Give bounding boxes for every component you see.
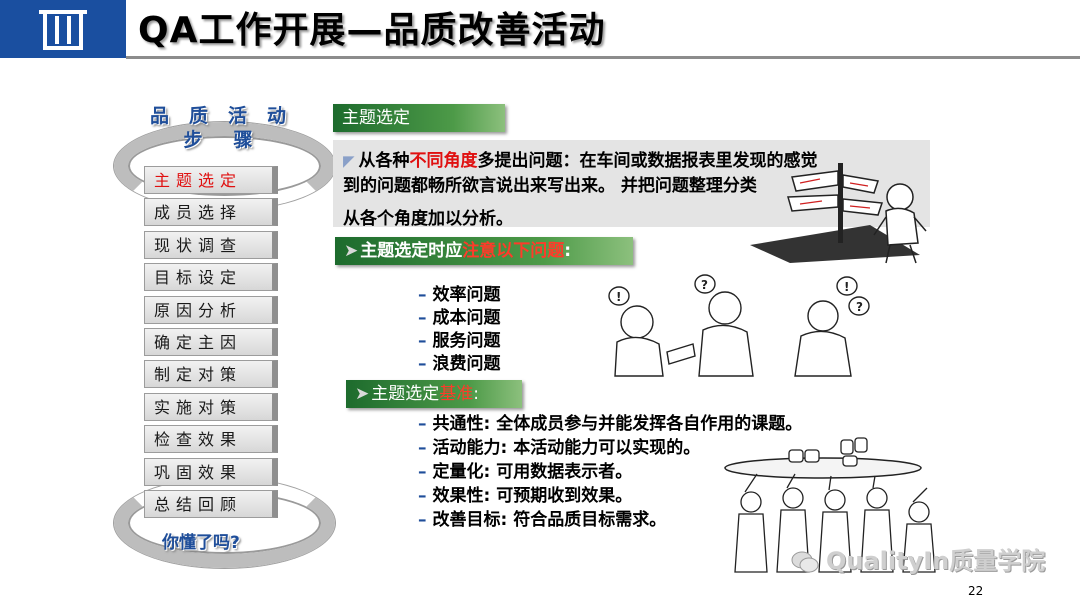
criteria-list: –共通性: 全体成员参与并能发挥各自作用的课题。 –活动能力: 本活动能力可以实…: [418, 412, 802, 532]
step-item-goal-setting[interactable]: 目标设定: [144, 263, 278, 292]
criteria-tag-highlight: 基准: [439, 384, 474, 404]
dash-bullet-icon: –: [418, 462, 427, 482]
arrow-bullet-icon: ➤: [355, 384, 370, 404]
header-divider: [126, 56, 1080, 59]
svg-text:!: !: [844, 280, 849, 294]
attention-tag-highlight: 注意以下问题: [462, 241, 565, 261]
intro-text: 从各种: [358, 151, 410, 171]
svg-text:?: ?: [701, 278, 708, 292]
attention-tag-suffix: :: [564, 241, 572, 261]
list-item: –服务问题: [418, 330, 501, 353]
intro-line-2: 到的问题都畅所欲言说出来写出来。 并把问题整理分类: [343, 176, 757, 196]
issues-list: –效率问题 –成本问题 –服务问题 –浪费问题: [418, 284, 501, 376]
dash-bullet-icon: –: [418, 438, 427, 458]
steps-list: 主题选定 成员选择 现状调查 目标设定 原因分析 确定主因 制定对策 实施对策 …: [144, 166, 278, 522]
triangle-bullet-icon: ◤: [343, 152, 355, 170]
page-title: QA工作开展—品质改善活动: [138, 10, 606, 51]
intro-highlight: 不同角度: [409, 151, 478, 171]
criteria-name: 共通性: [432, 414, 484, 434]
discussion-illustration-icon: !??!: [608, 274, 870, 377]
intro-line-3: 从各个角度加以分析。: [343, 209, 513, 229]
steps-heading-char: 骤: [233, 129, 253, 151]
criteria-name: 效果性: [432, 486, 484, 506]
intro-line-1: ◤从各种不同角度多提出问题：在车间或数据报表里发现的感觉: [343, 146, 818, 171]
dash-bullet-icon: –: [418, 414, 427, 434]
step-item-consolidate-effect[interactable]: 巩固效果: [144, 457, 278, 486]
steps-heading-char: 质: [188, 105, 208, 127]
list-item: –活动能力: 本活动能力可以实现的。: [418, 438, 701, 458]
steps-footer: 你懂了吗?: [162, 533, 240, 553]
list-item: –效果性: 可预期收到效果。: [418, 486, 633, 506]
dash-bullet-icon: –: [418, 486, 427, 506]
criteria-name: 改善目标: [432, 510, 501, 530]
issue-label: 成本问题: [432, 308, 501, 328]
section-tag-topic: 主题选定: [333, 104, 505, 132]
criteria-tag: ➤主题选定基准:: [346, 380, 522, 408]
step-item-check-effect[interactable]: 检查效果: [144, 425, 278, 454]
criteria-tag-prefix: 主题选定: [371, 384, 440, 404]
criteria-desc: 可用数据表示者。: [496, 462, 633, 482]
criteria-desc: 本活动能力可以实现的。: [513, 438, 701, 458]
issue-label: 效率问题: [432, 285, 501, 305]
dash-bullet-icon: –: [418, 308, 427, 328]
issue-label: 服务问题: [432, 331, 501, 351]
arrow-bullet-icon: ➤: [344, 241, 359, 261]
signpost-illustration-icon: [750, 163, 927, 264]
page-number: 22: [968, 584, 984, 598]
dash-bullet-icon: –: [418, 354, 427, 374]
teamwork-illustration-icon: [724, 437, 936, 573]
criteria-desc: 全体成员参与并能发挥各自作用的课题。: [496, 414, 803, 434]
list-item: –成本问题: [418, 307, 501, 330]
list-item: –改善目标: 符合品质目标需求。: [418, 510, 667, 530]
attention-tag: ➤主题选定时应注意以下问题:: [335, 237, 633, 265]
issue-label: 浪费问题: [432, 354, 501, 374]
svg-text:!: !: [616, 290, 621, 304]
step-item-countermeasure-plan[interactable]: 制定对策: [144, 360, 278, 389]
step-item-countermeasure-implement[interactable]: 实施对策: [144, 392, 278, 421]
step-item-main-cause[interactable]: 确定主因: [144, 327, 278, 356]
dash-bullet-icon: –: [418, 331, 427, 351]
step-item-cause-analysis[interactable]: 原因分析: [144, 295, 278, 324]
svg-text:?: ?: [856, 300, 863, 314]
criteria-name: 活动能力: [432, 438, 501, 458]
wechat-icon: [791, 551, 819, 573]
criteria-desc: 可预期收到效果。: [496, 486, 633, 506]
step-item-topic-selection[interactable]: 主题选定: [144, 166, 278, 194]
intro-text: 多提出问题：在车间或数据报表里发现的感觉: [477, 151, 818, 171]
steps-heading-char: 品: [150, 105, 170, 127]
building-logo-icon: [0, 0, 126, 58]
list-item: –定量化: 可用数据表示者。: [418, 462, 633, 482]
steps-heading-char: 动: [266, 105, 286, 127]
steps-heading-char: 步: [183, 129, 203, 151]
dash-bullet-icon: –: [418, 510, 427, 530]
attention-tag-prefix: 主题选定时应: [360, 241, 463, 261]
criteria-name: 定量化: [432, 462, 484, 482]
watermark-text: QualityIn质量学院: [826, 547, 1046, 575]
step-item-summary-review[interactable]: 总结回顾: [144, 489, 278, 518]
watermark: QualityIn质量学院: [790, 541, 1045, 576]
criteria-tag-suffix: :: [473, 384, 479, 404]
steps-heading: 品 质 活 动 步 骤: [150, 104, 286, 152]
dash-bullet-icon: –: [418, 285, 427, 305]
list-item: –浪费问题: [418, 353, 501, 376]
list-item: –效率问题: [418, 284, 501, 307]
step-item-current-survey[interactable]: 现状调查: [144, 230, 278, 259]
criteria-desc: 符合品质目标需求。: [513, 510, 667, 530]
list-item: –共通性: 全体成员参与并能发挥各自作用的课题。: [418, 414, 803, 434]
steps-heading-char: 活: [227, 105, 247, 127]
step-item-member-selection[interactable]: 成员选择: [144, 198, 278, 227]
